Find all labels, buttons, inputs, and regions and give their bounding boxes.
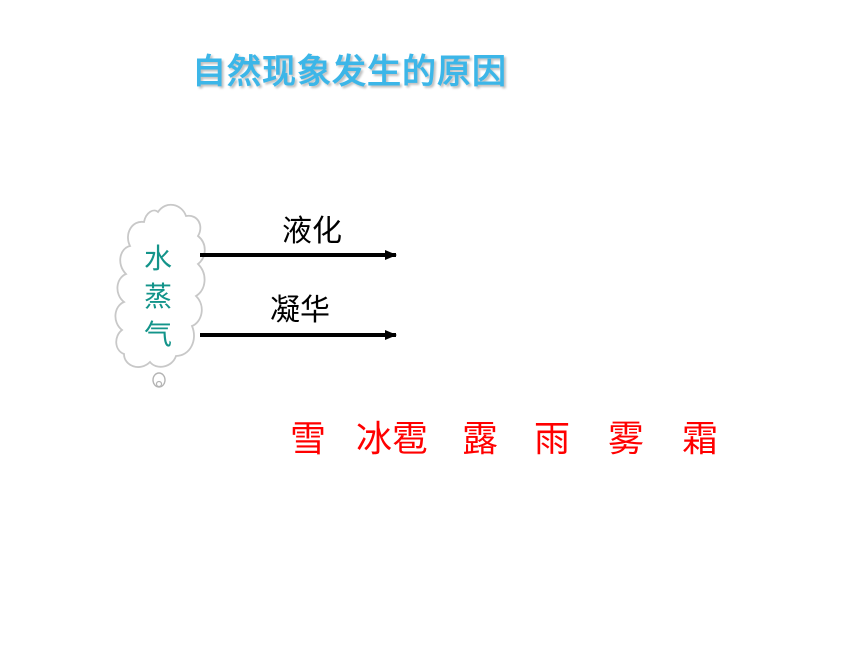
phenomenon-dew: 露	[462, 419, 499, 460]
phenomenon-rain: 雨	[534, 419, 571, 460]
cloud-bubble-small	[155, 380, 163, 388]
cloud-shape	[114, 203, 206, 368]
phenomenon-fog: 雾	[608, 419, 645, 460]
phenomenon-hail: 冰雹	[356, 419, 429, 460]
slide-title: 自然现象发生的原因	[192, 52, 507, 92]
process-label-liquefaction: 液化	[282, 214, 342, 249]
water-vapor-char-1: 水	[143, 242, 172, 275]
phenomenon-frost: 霜	[682, 419, 719, 460]
process-label-desublimation: 凝华	[270, 293, 330, 328]
water-vapor-char-3: 气	[143, 318, 172, 351]
phenomenon-snow: 雪	[290, 419, 327, 460]
water-vapor-label: 水 蒸 气	[136, 240, 180, 354]
water-vapor-char-2: 蒸	[143, 280, 172, 313]
